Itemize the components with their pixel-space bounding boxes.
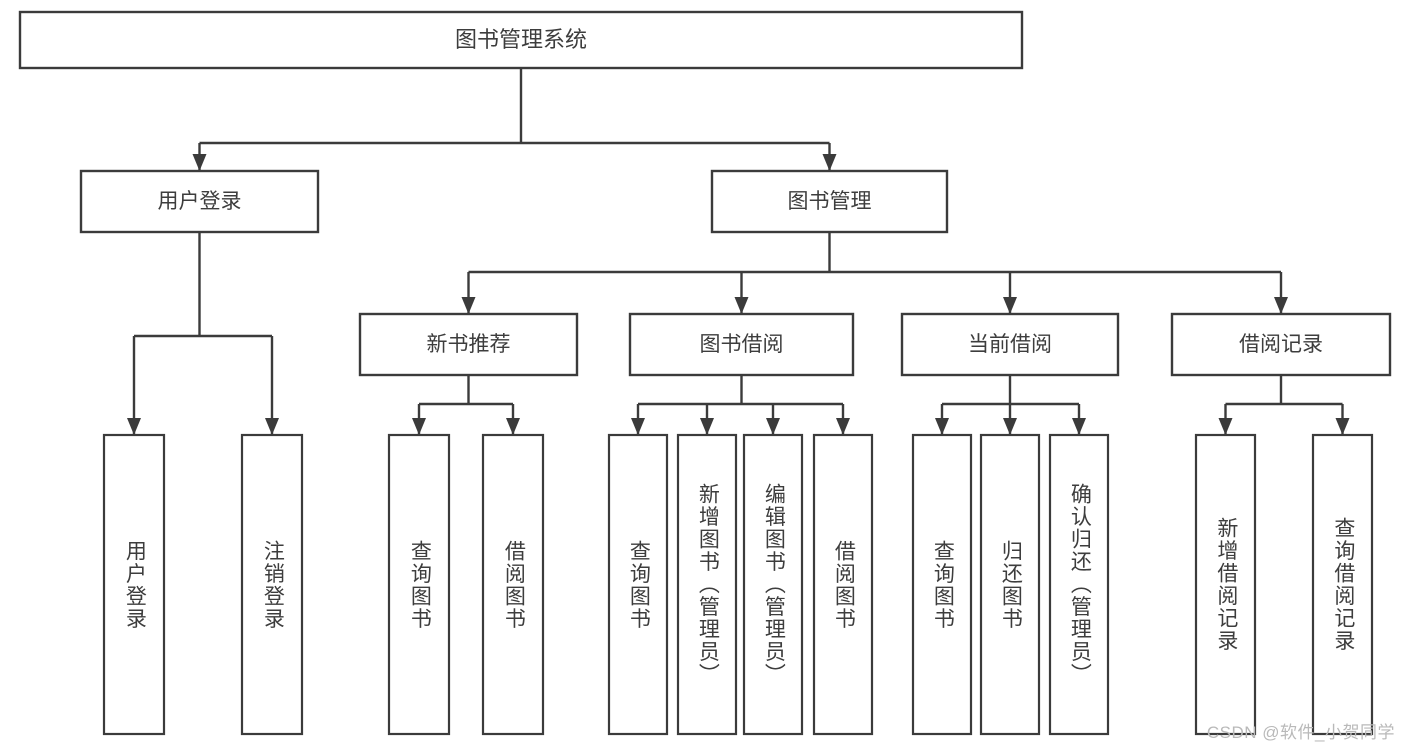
node-leaf-user-logout[interactable] <box>240 433 304 736</box>
node-leaf-return-book[interactable] <box>979 433 1041 736</box>
node-current-borrow[interactable]: 当前借阅 <box>900 312 1120 377</box>
arrow-head <box>461 297 476 314</box>
node-leaf-confirm-return[interactable] <box>1048 433 1110 736</box>
node-user-login[interactable]: 用户登录 <box>79 169 320 234</box>
node-label-book-manage: 图书管理 <box>788 190 872 213</box>
node-leaf-borrow-book-2[interactable] <box>812 433 874 736</box>
node-leaf-query-record[interactable] <box>1311 433 1374 736</box>
arrow-head <box>734 297 749 314</box>
node-leaf-query-book-3[interactable] <box>911 433 973 736</box>
node-leaf-user-login[interactable] <box>102 433 166 736</box>
edge-edge-book-manage-split <box>461 232 1288 314</box>
node-borrow-record[interactable]: 借阅记录 <box>1170 312 1392 377</box>
arrow-head <box>631 418 645 435</box>
node-leaf-add-record[interactable] <box>1194 433 1257 736</box>
arrow-head <box>1335 418 1350 435</box>
node-label-root: 图书管理系统 <box>455 27 587 52</box>
arrow-head <box>506 418 520 435</box>
node-new-book-rec[interactable]: 新书推荐 <box>358 312 579 377</box>
arrow-head <box>1274 297 1288 314</box>
node-label-borrow-record: 借阅记录 <box>1239 333 1323 356</box>
edge-edge-current-borrow-split <box>935 375 1086 435</box>
arrow-head <box>822 154 837 171</box>
node-leaf-edit-book[interactable] <box>742 433 804 736</box>
edge-edge-user-login-split <box>127 232 279 435</box>
node-label-current-borrow: 当前借阅 <box>968 333 1052 356</box>
node-label-book-borrow: 图书借阅 <box>700 333 784 356</box>
csdn-watermark: CSDN @软件_小贺同学 <box>1206 723 1395 742</box>
node-label-user-login: 用户登录 <box>158 190 242 213</box>
connector-layer <box>127 68 1350 435</box>
node-leaf-add-book[interactable] <box>676 433 738 736</box>
node-leaf-query-book-2[interactable] <box>607 433 669 736</box>
arrow-head <box>935 418 949 435</box>
arrow-head <box>766 418 780 435</box>
edge-edge-book-borrow-split <box>631 375 850 435</box>
edge-edge-root-split <box>192 68 837 171</box>
arrow-head <box>836 418 850 435</box>
arrow-head <box>192 154 207 171</box>
node-label-new-book-rec: 新书推荐 <box>427 333 511 356</box>
arrow-head <box>1003 297 1017 314</box>
node-leaf-borrow-book-1[interactable] <box>481 433 545 736</box>
node-leaf-query-book-1[interactable] <box>387 433 451 736</box>
node-root[interactable]: 图书管理系统 <box>18 10 1024 70</box>
arrow-head <box>1072 418 1086 435</box>
node-book-manage[interactable]: 图书管理 <box>710 169 949 234</box>
arrow-head <box>1218 418 1233 435</box>
edge-edge-new-book-rec-split <box>412 375 520 435</box>
arrow-head <box>412 418 426 435</box>
node-book-borrow[interactable]: 图书借阅 <box>628 312 855 377</box>
arrow-head <box>265 418 279 435</box>
arrow-head <box>1003 418 1017 435</box>
arrow-head <box>700 418 714 435</box>
arrow-head <box>127 418 141 435</box>
edge-edge-borrow-record-split <box>1218 375 1350 435</box>
